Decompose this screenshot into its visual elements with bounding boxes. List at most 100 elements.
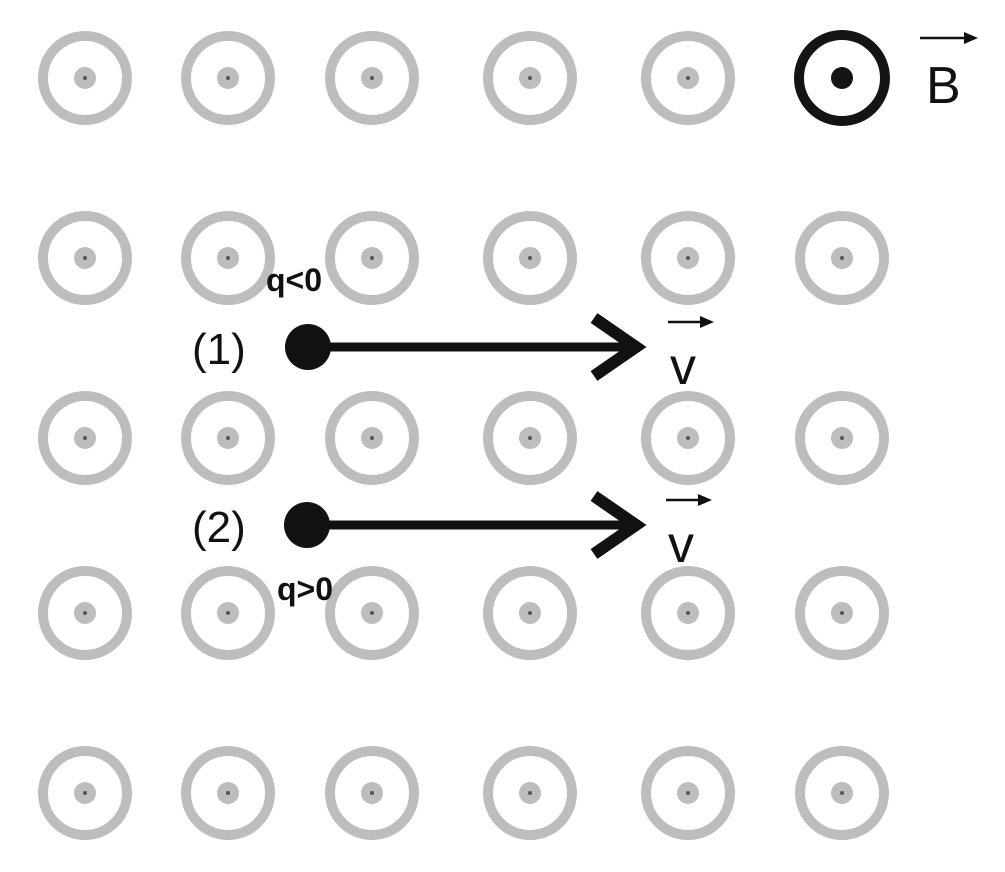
field-symbol-ring — [38, 746, 132, 840]
field-symbol-ring — [38, 31, 132, 125]
field-symbol-center — [840, 611, 844, 615]
field-symbol-center — [528, 76, 532, 80]
particle-1-charge-label: q<0 — [266, 262, 322, 298]
field-out-of-page-symbol — [483, 211, 577, 305]
field-symbol-ring — [641, 566, 735, 660]
field-out-of-page-symbol — [641, 31, 735, 125]
field-symbol-center — [528, 436, 532, 440]
field-symbol-ring — [325, 31, 419, 125]
field-out-of-page-symbol — [38, 211, 132, 305]
field-symbol-center — [686, 76, 690, 80]
field-out-of-page-symbol — [641, 566, 735, 660]
field-out-of-page-symbol — [483, 566, 577, 660]
field-symbol-ring — [181, 566, 275, 660]
field-symbol-ring — [483, 31, 577, 125]
field-out-of-page-symbol — [325, 211, 419, 305]
particle-2-charge-label: q>0 — [277, 571, 333, 607]
field-symbol-ring — [641, 391, 735, 485]
field-out-of-page-symbol — [795, 566, 889, 660]
field-symbol-center — [226, 76, 230, 80]
particle-2: (2) v q>0 — [192, 491, 712, 607]
field-grid — [38, 31, 889, 840]
field-out-of-page-symbol — [795, 746, 889, 840]
field-symbol-center — [226, 256, 230, 260]
field-out-of-page-symbol — [641, 746, 735, 840]
particle-2-velocity-label: v — [668, 516, 694, 574]
field-symbol-center — [83, 791, 87, 795]
field-out-of-page-symbol — [181, 391, 275, 485]
field-out-of-page-symbol — [325, 31, 419, 125]
field-symbol-ring — [325, 746, 419, 840]
field-symbol-ring — [641, 31, 735, 125]
field-out-of-page-symbol — [38, 31, 132, 125]
field-symbol-center — [686, 611, 690, 615]
field-symbol-center — [83, 611, 87, 615]
field-symbol-ring — [181, 391, 275, 485]
field-out-of-page-symbol — [181, 746, 275, 840]
field-symbol-ring — [325, 211, 419, 305]
field-symbol-center — [226, 611, 230, 615]
field-symbol-ring — [795, 391, 889, 485]
field-out-of-page-symbol — [181, 31, 275, 125]
field-symbol-ring — [38, 391, 132, 485]
field-symbol-center — [226, 791, 230, 795]
field-out-of-page-symbol — [325, 566, 419, 660]
particle-2-label: (2) — [192, 503, 246, 552]
field-out-of-page-symbol — [38, 566, 132, 660]
legend-field-ring — [794, 30, 890, 126]
field-symbol-center — [528, 611, 532, 615]
field-symbol-ring — [38, 211, 132, 305]
field-symbol-ring — [795, 746, 889, 840]
field-vector-label: B — [926, 57, 961, 115]
field-symbol-center — [686, 436, 690, 440]
field-symbol-ring — [325, 566, 419, 660]
field-symbol-center — [83, 256, 87, 260]
field-symbol-center — [528, 791, 532, 795]
field-symbol-center — [370, 436, 374, 440]
field-out-of-page-symbol — [641, 211, 735, 305]
field-symbol-ring — [795, 566, 889, 660]
field-out-of-page-symbol — [795, 391, 889, 485]
field-symbol-ring — [483, 211, 577, 305]
field-symbol-ring — [483, 746, 577, 840]
field-symbol-ring — [483, 391, 577, 485]
field-out-of-page-symbol — [483, 31, 577, 125]
field-symbol-center — [840, 436, 844, 440]
field-symbol-ring — [641, 211, 735, 305]
field-symbol-center — [370, 791, 374, 795]
field-symbol-center — [83, 436, 87, 440]
field-symbol-center — [226, 436, 230, 440]
field-out-of-page-symbol — [795, 211, 889, 305]
field-symbol-center — [840, 256, 844, 260]
particle-1-velocity-vector-head — [700, 316, 714, 328]
field-symbol-center — [686, 256, 690, 260]
field-symbol-center — [370, 611, 374, 615]
field-symbol-ring — [483, 566, 577, 660]
particle-1-label: (1) — [192, 325, 246, 374]
field-out-of-page-symbol — [325, 746, 419, 840]
field-out-of-page-symbol — [641, 391, 735, 485]
field-symbol-center — [83, 76, 87, 80]
particle-2-velocity-vector-head — [698, 494, 712, 506]
field-out-of-page-symbol — [38, 746, 132, 840]
particle-1-velocity-label: v — [670, 338, 696, 396]
field-symbol-center — [686, 791, 690, 795]
field-legend: B — [794, 30, 978, 126]
field-symbol-ring — [795, 211, 889, 305]
legend-field-dot — [831, 67, 853, 89]
field-out-of-page-symbol — [181, 211, 275, 305]
field-symbol-ring — [38, 566, 132, 660]
particle-2-charge — [284, 502, 330, 548]
field-symbol-center — [370, 76, 374, 80]
field-out-of-page-symbol — [181, 566, 275, 660]
field-symbol-center — [840, 791, 844, 795]
field-out-of-page-symbol — [483, 746, 577, 840]
particle-1-velocity-arrowhead — [590, 313, 647, 381]
particle-1-charge — [285, 324, 331, 370]
particle-2-velocity-arrowhead — [590, 491, 647, 559]
field-symbol-ring — [181, 746, 275, 840]
field-symbol-ring — [325, 391, 419, 485]
field-symbol-center — [528, 256, 532, 260]
field-vector-arrow-head — [964, 32, 978, 44]
